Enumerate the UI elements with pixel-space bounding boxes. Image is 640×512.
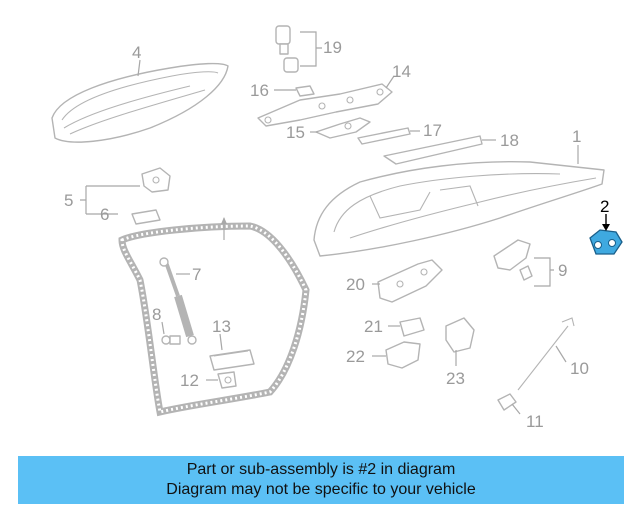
part-18-strip [383,135,483,165]
callout-17: 17 [423,121,442,140]
callout-10: 10 [570,359,589,378]
callout-13: 13 [212,317,231,336]
part-23-cover [445,317,475,353]
weatherstrip-seal [118,222,310,417]
part-6-striker [131,209,161,225]
callout-18: 18 [500,131,519,150]
part-21-bracket [399,317,425,337]
part-1-liftgate [313,161,605,257]
part-14-lock-assembly [257,83,393,127]
part-8-ball-stud [161,335,181,345]
callout-23: 23 [446,369,465,388]
part-12-motor [217,371,237,389]
part-19-lock-cylinder [275,25,299,73]
callout-14: 14 [392,62,411,81]
callout-6: 6 [100,205,109,224]
part-20-hinge-bracket [377,259,443,303]
banner-part-note: Part or sub-assembly is #2 in diagram [186,461,456,478]
callout-16: 16 [250,81,269,100]
callout-20: 20 [346,275,365,294]
part-11-clip [497,393,517,411]
callout-5: 5 [64,191,73,210]
callout-19: 19 [323,38,342,57]
part-16-clip [295,85,315,97]
part-7-gas-strut [159,257,197,345]
part-2-hinge-highlighted [589,229,623,255]
parts-diagram: 4 19 14 16 15 17 18 [51,25,623,431]
part-15-bracket [315,117,371,139]
part-10-rod [517,317,575,391]
callout-4: 4 [132,43,141,62]
part-22-actuator [385,341,421,369]
callout-12: 12 [180,371,199,390]
callout-9: 9 [558,261,567,280]
banner-disclaimer: Diagram may not be specific to your vehi… [166,481,476,498]
callout-21: 21 [364,317,383,336]
callout-7: 7 [192,265,201,284]
callout-1: 1 [572,127,581,146]
info-banner: Part or sub-assembly is #2 in diagram Di… [18,456,624,504]
callout-2: 2 [600,197,609,216]
callout-15: 15 [286,123,305,142]
part-4-glass [51,62,229,143]
callout-11: 11 [526,412,544,431]
part-13-module [209,349,255,371]
part-5-latch [141,167,171,193]
callout-8: 8 [152,305,161,324]
callout-22: 22 [346,347,365,366]
part-9-hinge [493,239,533,281]
part-17-plate [357,127,411,145]
